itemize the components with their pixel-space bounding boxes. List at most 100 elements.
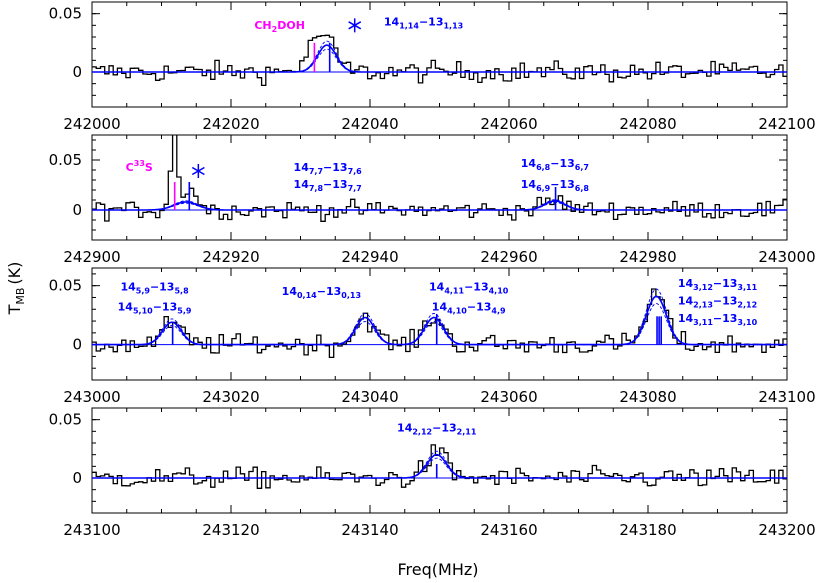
x-tick-label: 242080 [619,115,676,133]
transition-label-part: 0,13 [341,291,361,300]
transition-label: 145,9​−135,8​ [120,280,189,295]
transition-label: 141,14​−131,13​ [384,15,463,30]
observed-spectrum [92,135,787,222]
transition-label: 147,7​−137,6​ [294,161,363,176]
transition-label-part: 14 [294,178,310,191]
transition-label-part: 14 [678,295,694,308]
transition-label-part: 1,13 [443,21,463,30]
transition-label-part: −13 [713,277,738,290]
x-tick-label: 243120 [202,521,259,539]
transition-label-part: 5,9 [136,286,151,295]
transition-label-part: 3,10 [737,318,757,327]
transition-label-part: 14 [678,277,694,290]
transition-label: 146,9​−136,8​ [521,178,590,193]
transition-label-part: −13 [150,280,175,293]
x-tick-label: 243100 [758,388,815,406]
x-tick-label: 243180 [619,521,676,539]
transition-label-part: 1,14 [399,21,419,30]
transition-label-part: C [126,161,134,174]
fit-envelope [92,303,787,346]
x-tick-label: 243000 [63,388,120,406]
transition-label: 142,13​−132,12​ [678,295,757,310]
panel-data [92,34,787,87]
transition-label-part: −13 [317,285,342,298]
transition-label-part: −13 [323,161,348,174]
transition-label-part: −13 [432,421,457,434]
y-axis-subscript: MB [14,288,27,305]
transition-label-part: 33 [134,159,145,168]
transition-label-part: 6,8 [575,184,590,193]
transition-label-part: 7,7 [309,167,323,176]
fit-envelope [92,201,787,211]
transition-label-part: 5,10 [133,306,153,315]
x-axis-label: Freq(MHz) [398,560,479,579]
x-tick-label: 243000 [758,248,815,266]
transition-label-part: 14 [432,300,448,313]
transition-label-part: DOH [277,19,305,32]
transition-label-part: −13 [713,295,738,308]
transition-label-part: −13 [153,300,178,313]
fit-envelope [92,288,787,346]
transition-label-part: 3,11 [737,283,757,292]
x-tick-label: 243100 [63,521,120,539]
observed-spectrum [92,34,787,87]
transition-label-part: −13 [550,157,575,170]
x-tick-label: 243020 [202,388,259,406]
transition-label-part: 4,10 [489,286,509,295]
transition-label: 147,8​−137,7​ [294,178,362,193]
transition-label-part: S [145,161,153,174]
y-tick-label: 0.05 [49,411,82,429]
y-axis-label: T [5,304,24,315]
transition-label: 145,10​−135,9​ [118,300,192,315]
fit-envelope [92,40,787,73]
transition-label-part: 0,14 [297,291,317,300]
x-tick-label: 243080 [619,388,676,406]
transition-label-part: 3,11 [693,318,713,327]
transition-label-part: −13 [419,15,444,28]
asterisk-marker [348,18,362,33]
x-tick-label: 242920 [202,248,259,266]
model-fit [92,295,787,346]
x-tick-label: 242100 [758,115,815,133]
y-axis-unit: (K) [5,262,24,285]
transition-label-part: −13 [464,280,489,293]
x-tick-label: 242040 [341,115,398,133]
x-tick-label: 242000 [63,115,120,133]
y-tick-label: 0.05 [49,277,82,295]
transition-label-part: 14 [521,157,537,170]
fit-envelope [92,450,787,479]
transition-label-part: 2 [272,25,278,34]
x-tick-label: 242980 [619,248,676,266]
x-tick-label: 242940 [341,248,398,266]
transition-label: 143,12​−133,11​ [678,277,758,292]
panel-data [92,444,787,489]
transition-label: 142,12​−132,11​ [397,421,477,436]
y-tick-label: 0 [72,63,82,81]
y-tick-label: 0.05 [49,151,82,169]
transition-label-part: −13 [467,300,492,313]
transition-label-part: 2,11 [457,427,477,436]
asterisk-stroke [348,21,362,30]
transition-label-part: 14 [429,280,445,293]
panel-frame [91,134,788,241]
transition-label-part: 4,10 [447,306,467,315]
panel-data [92,288,787,359]
transition-label-part: 2,12 [412,427,432,436]
transition-label-part: 2,13 [693,301,713,310]
observed-spectrum [92,444,787,489]
transition-label-part: 2,12 [737,301,757,310]
fit-envelope [92,199,787,211]
asterisk-stroke [191,166,205,176]
transition-label-part: 4,11 [444,286,464,295]
transition-label-part: 6,7 [575,163,589,172]
transition-label-part: 7,8 [309,184,324,193]
transition-label-part: 14 [294,161,310,174]
transition-label-part: 14 [384,15,400,28]
x-tick-label: 243140 [341,521,398,539]
x-tick-label: 242960 [480,248,537,266]
